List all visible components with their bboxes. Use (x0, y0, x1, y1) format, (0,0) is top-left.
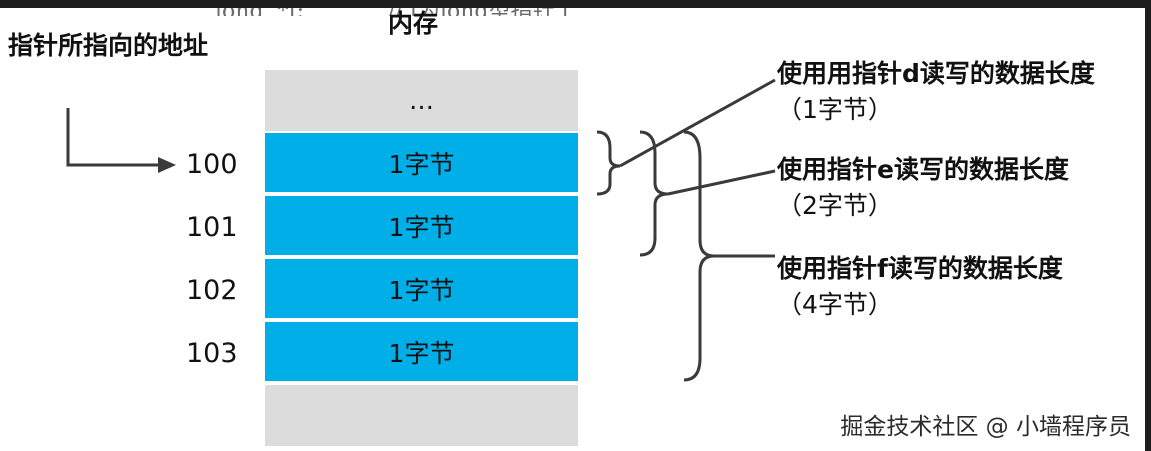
memory-cell-ellipsis: … (265, 70, 578, 131)
code-fragment: long *f; // f为long型指针 f (215, 8, 815, 16)
memory-cell-102: 1字节 (265, 259, 578, 318)
connector-lines (66, 78, 776, 382)
memory-cell-101: 1字节 (265, 196, 578, 255)
cell-label: 1字节 (388, 149, 455, 179)
brace-e (639, 130, 669, 257)
annotation-pointer-e: 使用指针e读写的数据长度 （2字节） (777, 152, 1069, 224)
watermark: 掘金技术社区 @ 小墙程序员 (840, 414, 1131, 440)
pointer-address-label: 指针所指向的地址 (8, 31, 209, 60)
annotation-sub: （1字节） (777, 95, 893, 124)
annotation-sub: （4字节） (777, 290, 893, 319)
annotation-pointer-f: 使用指针f读写的数据长度 （4字节） (777, 251, 1063, 323)
annotation-pointer-d: 使用用指针d读写的数据长度 （1字节） (777, 56, 1095, 128)
pointer-arrow-line (66, 108, 160, 167)
diagram-panel: long *f; // f为long型指针 f 内存 指针所指向的地址 … 1字… (0, 8, 1145, 451)
leader-line-e (667, 169, 776, 196)
memory-cell-103: 1字节 (265, 322, 578, 381)
annotation-title: 使用指针f读写的数据长度 (777, 254, 1063, 283)
memory-title: 内存 (388, 9, 439, 38)
memory-cell-100: 1字节 (265, 133, 578, 192)
brace-d (596, 130, 621, 196)
address-102: 102 (186, 275, 238, 306)
address-103: 103 (186, 338, 238, 369)
cell-label: 1字节 (388, 275, 455, 305)
brace-f (683, 130, 715, 382)
pointer-arrow-head (158, 157, 176, 173)
cell-label: 1字节 (388, 212, 455, 242)
annotation-title: 使用指针e读写的数据长度 (777, 155, 1069, 184)
memory-cell-empty (265, 385, 578, 446)
cell-label: 1字节 (388, 338, 455, 368)
ellipsis-text: … (409, 86, 434, 115)
address-101: 101 (186, 212, 238, 243)
leader-line-d (619, 78, 776, 168)
annotation-sub: （2字节） (777, 191, 893, 220)
annotation-title: 使用用指针d读写的数据长度 (777, 59, 1095, 88)
address-100: 100 (186, 149, 238, 180)
